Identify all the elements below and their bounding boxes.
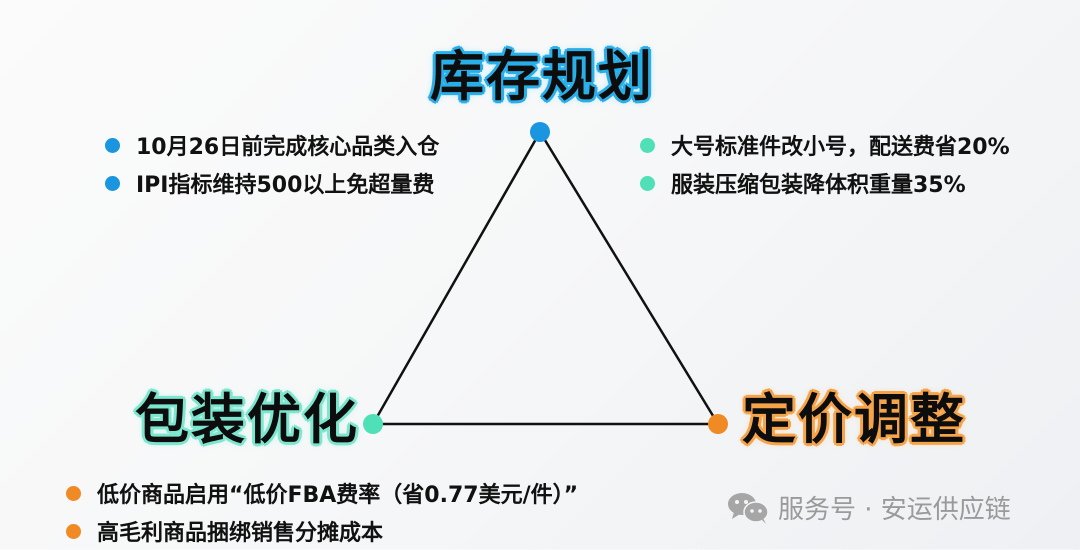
- pricing-node: [708, 414, 728, 434]
- pricing-heading: 定价调整: [742, 388, 966, 451]
- packaging-list: 大号标准件改小号，配送费省20% 服装压缩包装降体积重量35%: [640, 126, 1010, 202]
- list-item: 服装压缩包装降体积重量35%: [640, 164, 1010, 202]
- list-item: IPI指标维持500以上免超量费: [105, 164, 439, 202]
- triangle-outline: [370, 129, 721, 426]
- list-item: 大号标准件改小号，配送费省20%: [640, 126, 1010, 164]
- packaging-node: [363, 414, 383, 434]
- bullet-icon: [105, 175, 120, 191]
- inventory-node: [530, 122, 550, 142]
- bullet-icon: [66, 523, 81, 539]
- bullet-icon: [640, 175, 655, 191]
- bullet-icon: [640, 137, 655, 153]
- list-item: 10月26日前完成核心品类入仓: [105, 126, 439, 164]
- list-item: 低价商品启用“低价FBA费率（省0.77美元/件）”: [66, 474, 578, 512]
- inventory-heading: 库存规划: [430, 45, 654, 108]
- watermark-text: 服务号 · 安运供应链: [778, 495, 1011, 525]
- pricing-list: 低价商品启用“低价FBA费率（省0.77美元/件）” 高毛利商品捆绑销售分摊成本: [66, 474, 578, 550]
- bullet-icon: [105, 137, 120, 153]
- watermark: 服务号 · 安运供应链: [726, 489, 1011, 526]
- packaging-heading: 包装优化: [135, 388, 359, 451]
- bullet-icon: [66, 485, 81, 501]
- wechat-icon: [728, 492, 769, 524]
- list-item: 高毛利商品捆绑销售分摊成本: [66, 512, 578, 550]
- inventory-list: 10月26日前完成核心品类入仓 IPI指标维持500以上免超量费: [105, 126, 439, 202]
